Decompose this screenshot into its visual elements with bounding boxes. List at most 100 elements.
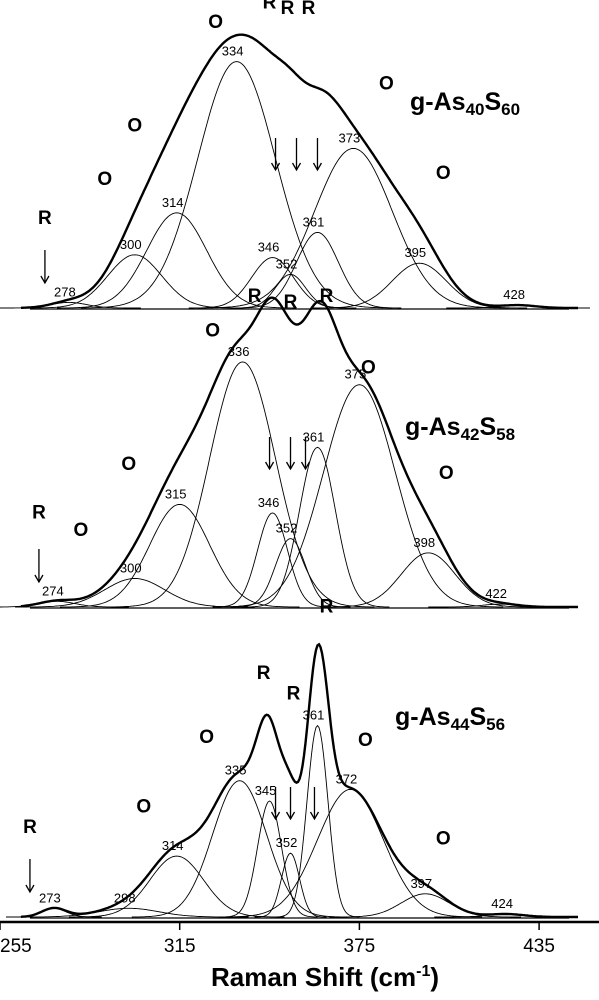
arrow-head [291, 162, 302, 172]
band-label-361: 361 [303, 708, 325, 723]
composition-label: g-As42S58 [405, 413, 515, 444]
composition-mid: S [479, 413, 496, 441]
composition-base: g-As [410, 88, 466, 116]
band-curve-336 [110, 361, 375, 608]
mode-label-r-5: R [281, 0, 295, 19]
band-label-273: 273 [39, 890, 61, 905]
arrow-head [25, 884, 35, 894]
arrow-head [34, 574, 44, 584]
x-tick-label-435: 435 [523, 936, 555, 957]
mode-label-o-8: O [436, 163, 451, 184]
band-label-314: 314 [162, 195, 184, 210]
mode-label-r-0: R [38, 208, 52, 229]
envelope-curve [20, 642, 578, 919]
band-label-428: 428 [503, 287, 525, 302]
mode-label-o-1: O [97, 169, 112, 190]
band-label-315: 315 [165, 486, 187, 501]
mode-label-r-4: R [287, 684, 301, 705]
x-tick-label-315: 315 [164, 936, 196, 957]
band-curve-334 [80, 61, 393, 309]
composition-subscript-1: 40 [466, 100, 485, 119]
x-tick-label-375: 375 [344, 936, 376, 957]
composition-mid: S [484, 88, 501, 116]
band-curve-274 [0, 600, 129, 608]
band-label-424: 424 [491, 896, 513, 911]
mode-label-r-4: R [248, 286, 262, 307]
band-label-335: 335 [225, 763, 247, 778]
band-curve-373 [197, 147, 510, 309]
band-label-361: 361 [303, 214, 325, 229]
mode-label-r-0: R [32, 503, 46, 524]
band-curve-361 [275, 724, 360, 918]
mode-label-r-5: R [320, 597, 334, 618]
composition-base: g-As [395, 703, 451, 731]
band-label-395: 395 [404, 245, 426, 260]
band-label-352: 352 [276, 835, 298, 850]
envelope-curve [20, 296, 578, 609]
x-axis-title: Raman Shift (cm-1) [211, 962, 439, 992]
composition-label: g-As44S56 [395, 703, 505, 734]
band-label-422: 422 [485, 586, 507, 601]
band-curve-352 [254, 852, 327, 918]
band-label-397: 397 [410, 876, 432, 891]
band-label-352: 352 [276, 256, 298, 271]
mode-label-o-1: O [136, 797, 151, 818]
band-label-300: 300 [120, 561, 142, 576]
mode-label-r-6: R [320, 286, 334, 307]
mode-label-o-7: O [379, 74, 394, 95]
arrow-head [270, 162, 281, 172]
arrow-head [270, 811, 281, 821]
mode-label-o-3: O [205, 320, 220, 341]
composition-subscript-2: 56 [486, 715, 505, 734]
composition-base: g-As [405, 413, 461, 441]
band-curve-398 [320, 552, 537, 608]
band-curve-397 [329, 893, 522, 918]
x-axis-title-close: ) [430, 962, 439, 992]
x-axis-ticks: 255 315 375 435 [0, 922, 555, 957]
x-tick-label-255: 255 [0, 936, 32, 957]
mode-label-r-5: R [284, 292, 298, 313]
mode-label-r-0: R [23, 817, 37, 838]
composition-mid: S [469, 703, 486, 731]
band-label-278: 278 [54, 284, 76, 299]
composition-subscript-1: 44 [451, 715, 470, 734]
composition-subscript-1: 42 [461, 425, 480, 444]
band-label-398: 398 [413, 535, 435, 550]
mode-label-r-6: R [302, 0, 316, 19]
mode-label-o-3: O [208, 12, 223, 33]
band-curve-300 [15, 578, 255, 608]
band-label-352: 352 [276, 521, 298, 536]
band-curve-300 [27, 254, 243, 309]
composition-subscript-2: 60 [501, 100, 520, 119]
mode-label-o-2: O [199, 727, 214, 748]
band-curve-375 [215, 384, 504, 608]
mode-label-o-7: O [361, 357, 376, 378]
arrow-head [312, 162, 323, 172]
band-label-274: 274 [42, 583, 64, 598]
band-curve-298 [9, 907, 249, 918]
band-label-373: 373 [339, 130, 361, 145]
x-axis-title-sup: -1 [416, 963, 430, 980]
mode-label-o-2: O [127, 116, 142, 137]
arrow-head [309, 811, 320, 821]
mode-label-r-4: R [263, 0, 277, 13]
x-axis: 255 315 375 435 Raman Shift (cm-1) [0, 920, 599, 992]
mode-label-o-8: O [439, 463, 454, 484]
composition-subscript-2: 58 [496, 425, 515, 444]
band-label-375: 375 [345, 367, 367, 382]
band-curve-361 [245, 446, 390, 608]
band-label-298: 298 [114, 890, 136, 905]
mode-label-r-3: R [257, 663, 271, 684]
band-label-346: 346 [258, 495, 280, 510]
band-label-314: 314 [162, 838, 184, 853]
band-label-345: 345 [255, 783, 277, 798]
arrow-head [264, 461, 275, 471]
band-label-372: 372 [336, 771, 358, 786]
composition-label: g-As40S60 [410, 88, 520, 119]
arrow-head [40, 275, 50, 285]
arrow-head [285, 461, 296, 471]
